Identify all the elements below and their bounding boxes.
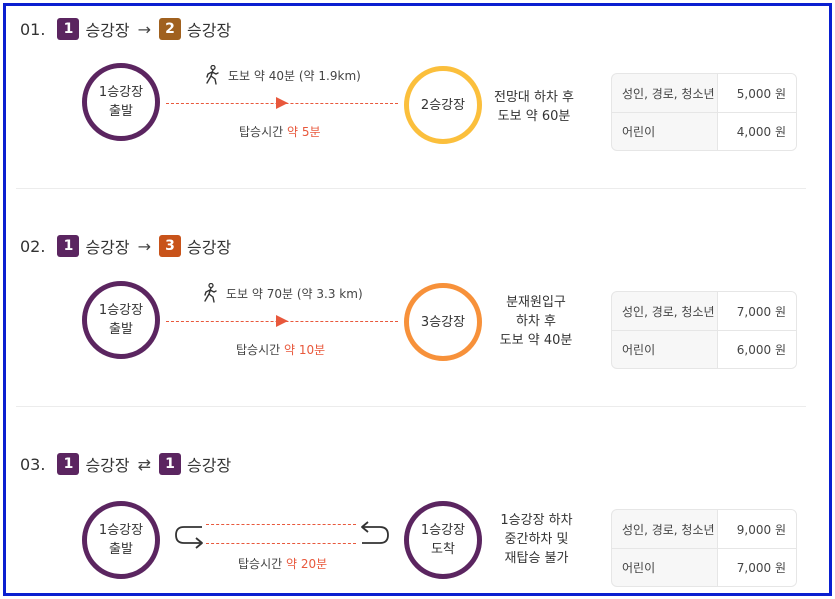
description-line: 하차 후 [515, 314, 556, 329]
ride-time-value: 약 5분 [287, 125, 321, 139]
fare-price: 4,000 원 [718, 113, 796, 150]
loop-right-icon [361, 521, 389, 544]
route-description: 1승강장 하차 중간하차 및 재탑승 불가 [489, 511, 584, 568]
round-trip-arrow: ⇄ [137, 454, 152, 474]
from-platform-label: 승강장 [85, 456, 130, 475]
route-fare-panel: 01. 1 승강장 → 2 승강장 1승강장 출발 도보 약 40분 (약 1.… [3, 3, 832, 596]
end-platform-status: 도착 [431, 542, 455, 557]
description-line: 중간하차 및 [504, 532, 569, 547]
fare-row-adult: 성인, 경로, 청소년 5,000 원 [612, 74, 796, 112]
description-line: 전망대 하차 후 [493, 90, 575, 105]
direction-arrow: → [137, 19, 152, 39]
fare-row-child: 어린이 6,000 원 [612, 330, 796, 368]
walking-person-icon [204, 283, 217, 303]
description-line: 도보 약 40분 [499, 333, 573, 348]
walk-info: 도보 약 70분 (약 3.3 km) [202, 283, 363, 303]
start-platform-circle: 1승강장 출발 [82, 281, 160, 359]
route-heading: 03. 1 승강장 ⇄ 1 승강장 [20, 451, 231, 477]
start-platform-name: 1승강장 [98, 523, 144, 538]
end-platform-name: 2승강장 [420, 97, 466, 113]
end-platform-circle: 3승강장 [404, 283, 482, 361]
ride-time-value: 약 10분 [284, 343, 326, 357]
walk-duration-text: 도보 약 40분 (약 1.9km) [228, 68, 361, 83]
description-line: 1승강장 하차 [500, 513, 573, 528]
start-platform-name: 1승강장 [98, 303, 144, 318]
start-platform-name: 1승강장 [98, 85, 144, 100]
to-platform-badge: 3 [159, 235, 182, 257]
loop-left-icon [175, 526, 203, 549]
fare-table: 성인, 경로, 청소년 9,000 원 어린이 7,000 원 [611, 509, 797, 587]
start-platform-status: 출발 [109, 104, 133, 119]
fare-price: 6,000 원 [718, 331, 796, 368]
from-platform-badge: 1 [57, 235, 80, 257]
route-heading: 01. 1 승강장 → 2 승강장 [20, 16, 231, 42]
route-01: 01. 1 승강장 → 2 승강장 1승강장 출발 도보 약 40분 (약 1.… [6, 16, 829, 196]
fare-category: 어린이 [612, 549, 718, 586]
fare-row-adult: 성인, 경로, 청소년 7,000 원 [612, 292, 796, 330]
ride-time: 탑승시간 약 20분 [238, 555, 327, 572]
ride-time: 탑승시간 약 5분 [239, 123, 321, 140]
fare-table: 성인, 경로, 청소년 7,000 원 어린이 6,000 원 [611, 291, 797, 369]
fare-category: 성인, 경로, 청소년 [612, 292, 718, 330]
direction-arrowhead [276, 97, 288, 109]
route-number: 03. [20, 454, 46, 474]
walk-duration-text: 도보 약 70분 (약 3.3 km) [226, 286, 363, 301]
walking-person-icon [206, 65, 219, 85]
to-platform-label: 승강장 [187, 456, 232, 475]
ride-time-label: 탑승시간 [238, 557, 283, 571]
route-03: 03. 1 승강장 ⇄ 1 승강장 1승강장 출발 탑승시간 약 20분 1승강… [6, 451, 829, 596]
to-platform-label: 승강장 [187, 238, 232, 257]
direction-arrow: → [137, 236, 152, 256]
route-02: 02. 1 승강장 → 3 승강장 1승강장 출발 도보 약 70분 (약 3.… [6, 233, 829, 413]
description-line: 재탑승 불가 [504, 551, 569, 566]
start-platform-status: 출발 [109, 322, 133, 337]
route-heading: 02. 1 승강장 → 3 승강장 [20, 233, 231, 259]
fare-category: 어린이 [612, 331, 718, 368]
ride-time: 탑승시간 약 10분 [236, 341, 325, 358]
fare-category: 성인, 경로, 청소년 [612, 74, 718, 112]
direction-arrowhead [276, 315, 288, 327]
ride-time-label: 탑승시간 [236, 343, 281, 357]
fare-row-adult: 성인, 경로, 청소년 9,000 원 [612, 510, 796, 548]
to-platform-badge: 2 [159, 18, 182, 40]
fare-price: 5,000 원 [718, 74, 796, 112]
ride-time-value: 약 20분 [286, 557, 328, 571]
route-number: 01. [20, 19, 46, 39]
end-platform-name: 3승강장 [420, 314, 466, 330]
outbound-dashed-line [206, 524, 356, 525]
walk-info: 도보 약 40분 (약 1.9km) [204, 65, 361, 85]
route-description: 전망대 하차 후 도보 약 60분 [489, 88, 579, 126]
start-platform-status: 출발 [109, 542, 133, 557]
description-line: 분재원입구 [506, 295, 566, 310]
fare-table: 성인, 경로, 청소년 5,000 원 어린이 4,000 원 [611, 73, 797, 151]
fare-row-child: 어린이 4,000 원 [612, 112, 796, 150]
from-platform-badge: 1 [57, 18, 80, 40]
fare-price: 9,000 원 [718, 510, 796, 548]
end-platform-circle: 2승강장 [404, 66, 482, 144]
start-platform-circle: 1승강장 출발 [82, 501, 160, 579]
description-line: 도보 약 60분 [497, 109, 571, 124]
section-divider [16, 188, 806, 189]
end-platform-name: 1승강장 [420, 523, 466, 538]
return-dashed-line [206, 543, 356, 544]
from-platform-label: 승강장 [85, 21, 130, 40]
end-platform-circle: 1승강장 도착 [404, 501, 482, 579]
route-description: 분재원입구 하차 후 도보 약 40분 [491, 293, 581, 350]
section-divider [16, 406, 806, 407]
fare-row-child: 어린이 7,000 원 [612, 548, 796, 586]
fare-category: 성인, 경로, 청소년 [612, 510, 718, 548]
fare-price: 7,000 원 [718, 292, 796, 330]
to-platform-badge: 1 [159, 453, 182, 475]
to-platform-label: 승강장 [187, 21, 232, 40]
from-platform-badge: 1 [57, 453, 80, 475]
ride-time-label: 탑승시간 [239, 125, 284, 139]
fare-price: 7,000 원 [718, 549, 796, 586]
fare-category: 어린이 [612, 113, 718, 150]
route-number: 02. [20, 236, 46, 256]
start-platform-circle: 1승강장 출발 [82, 63, 160, 141]
from-platform-label: 승강장 [85, 238, 130, 257]
